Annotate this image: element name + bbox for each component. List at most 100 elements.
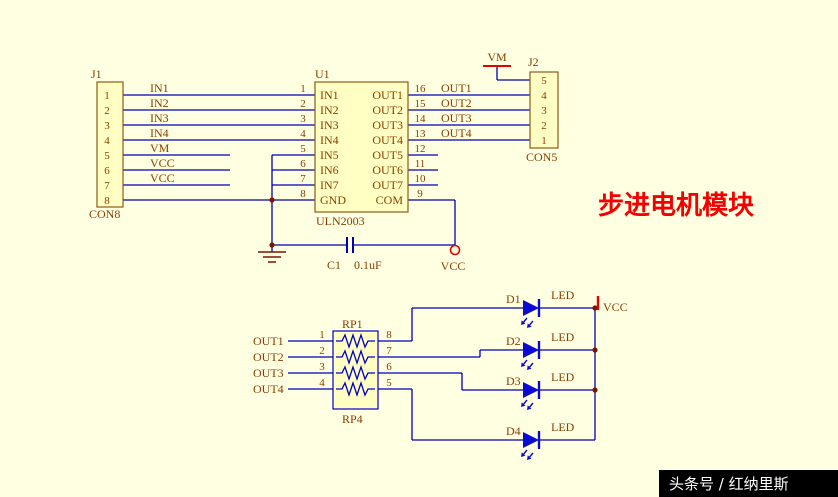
j1-pin-number: 2 bbox=[104, 105, 110, 117]
u1-pin-number: 8 bbox=[300, 188, 306, 200]
net-label: OUT3 bbox=[441, 111, 472, 125]
rp1-part: RP4 bbox=[342, 412, 363, 426]
connector-j1: J1 CON8 1 2 3 4 5 6 7 8 IN1 IN2 IN3 IN4 … bbox=[89, 67, 175, 221]
net-label: OUT2 bbox=[253, 350, 284, 364]
u1-body bbox=[314, 81, 409, 213]
j1-pin-number: 7 bbox=[104, 180, 110, 192]
rp1-pin-number: 5 bbox=[386, 377, 392, 389]
j1-pin-number: 1 bbox=[104, 90, 110, 102]
j2-pin-number: 4 bbox=[541, 90, 547, 102]
rp1-pin-number: 3 bbox=[319, 361, 325, 373]
vcc-net-label: VCC bbox=[603, 300, 628, 314]
net-label: OUT1 bbox=[253, 334, 284, 348]
u1-pin-number: 1 bbox=[300, 83, 306, 95]
j1-designator: J1 bbox=[91, 67, 102, 81]
j1-to-u1-wires bbox=[123, 94, 315, 201]
u1-pin-name: OUT7 bbox=[372, 178, 403, 192]
u1-pin-number: 16 bbox=[415, 83, 427, 95]
junction-dot bbox=[592, 347, 598, 353]
net-label: OUT2 bbox=[441, 96, 472, 110]
led-designator: D4 bbox=[506, 424, 521, 438]
u1-pin-name: IN7 bbox=[320, 178, 339, 192]
led-label: LED bbox=[551, 420, 575, 434]
u1-pin-number: 3 bbox=[300, 113, 306, 125]
u1-pin-number: 7 bbox=[300, 173, 306, 185]
junction-dot bbox=[592, 305, 598, 311]
rp1-pin-number: 6 bbox=[386, 361, 392, 373]
rp1-pin-number: 4 bbox=[319, 377, 325, 389]
led-vcc-power-port: VCC bbox=[596, 296, 628, 314]
rp1-pin-number: 8 bbox=[386, 329, 392, 341]
j1-part: CON8 bbox=[89, 207, 120, 221]
junction-dot bbox=[592, 387, 598, 393]
u1-pin-name: OUT2 bbox=[372, 103, 403, 117]
u1-to-j2-wires bbox=[408, 66, 530, 186]
c1-designator: C1 bbox=[327, 258, 341, 272]
rp1-pin-number: 1 bbox=[319, 329, 325, 341]
u1-pin-number: 11 bbox=[415, 158, 426, 170]
watermark-bar bbox=[659, 470, 838, 497]
u1-pin-name: IN6 bbox=[320, 163, 339, 177]
u1-pin-number: 12 bbox=[415, 143, 426, 155]
net-label: OUT1 bbox=[441, 81, 472, 95]
connector-j2: J2 CON5 5 4 3 2 1 VM bbox=[483, 50, 559, 164]
watermark: 头条号 / 红纳里斯 bbox=[659, 470, 838, 497]
u1-pin-number: 10 bbox=[415, 173, 427, 185]
u1-pin-number: 14 bbox=[415, 113, 427, 125]
out-net-labels: OUT1 OUT2 OUT3 OUT4 bbox=[441, 81, 472, 140]
u1-pin-number: 13 bbox=[415, 128, 427, 140]
led-designator: D3 bbox=[506, 374, 521, 388]
capacitor-c1: C1 0.1uF bbox=[327, 237, 382, 272]
vm-net-label: VM bbox=[487, 50, 507, 64]
u1-pin-number: 2 bbox=[300, 98, 306, 110]
net-label: IN1 bbox=[150, 81, 169, 95]
j1-pin-number: 3 bbox=[104, 120, 110, 132]
j2-designator: J2 bbox=[528, 55, 539, 69]
j1-body bbox=[96, 81, 124, 208]
rp1-resistor-zigzags bbox=[336, 332, 375, 398]
j2-pin-number: 1 bbox=[541, 135, 547, 147]
j2-pin-number: 5 bbox=[541, 75, 547, 87]
u1-pin-number: 4 bbox=[300, 128, 306, 140]
led-d2: D2 LED bbox=[506, 330, 575, 372]
led-label: LED bbox=[551, 370, 575, 384]
vcc-power-port: VCC bbox=[441, 244, 465, 273]
rp1-designator: RP1 bbox=[342, 317, 363, 331]
u1-pin-number: 5 bbox=[300, 143, 306, 155]
u1-pin-name: GND bbox=[320, 193, 346, 207]
net-label: OUT4 bbox=[441, 126, 472, 140]
junction-dot bbox=[269, 197, 275, 203]
j2-body bbox=[529, 71, 559, 149]
u1-pin-number: 15 bbox=[415, 98, 427, 110]
led-d3: D3 LED bbox=[506, 370, 575, 412]
net-label: OUT3 bbox=[253, 366, 284, 380]
j2-part: CON5 bbox=[526, 150, 557, 164]
u1-pin-number: 9 bbox=[417, 188, 423, 200]
j1-pin-number: 4 bbox=[104, 135, 110, 147]
led-d4: D4 LED bbox=[506, 420, 575, 462]
u1-pin-name: IN3 bbox=[320, 118, 339, 132]
j2-pin-number: 2 bbox=[541, 120, 547, 132]
rp1-pin-number: 7 bbox=[386, 345, 392, 357]
rp-led-wires bbox=[288, 307, 598, 441]
net-label: IN4 bbox=[150, 126, 169, 140]
module-title: 步进电机模块 bbox=[598, 190, 754, 221]
net-label: VM bbox=[150, 141, 170, 155]
u1-pin-name: OUT6 bbox=[372, 163, 403, 177]
u1-pin-name: OUT3 bbox=[372, 118, 403, 132]
u1-pin-name: OUT1 bbox=[372, 88, 403, 102]
watermark-text: 头条号 / 红纳里斯 bbox=[669, 475, 789, 493]
u1-pin-name: IN4 bbox=[320, 133, 339, 147]
u1-designator: U1 bbox=[315, 67, 330, 81]
led-designator: D2 bbox=[506, 334, 521, 348]
j2-pin-number: 3 bbox=[541, 105, 547, 117]
u1-pin-name: IN2 bbox=[320, 103, 339, 117]
led-label: LED bbox=[551, 288, 575, 302]
net-label: IN3 bbox=[150, 111, 169, 125]
net-label: VCC bbox=[150, 171, 175, 185]
rp1-pin-number: 2 bbox=[319, 345, 325, 357]
u1-pin-name: OUT5 bbox=[372, 148, 403, 162]
